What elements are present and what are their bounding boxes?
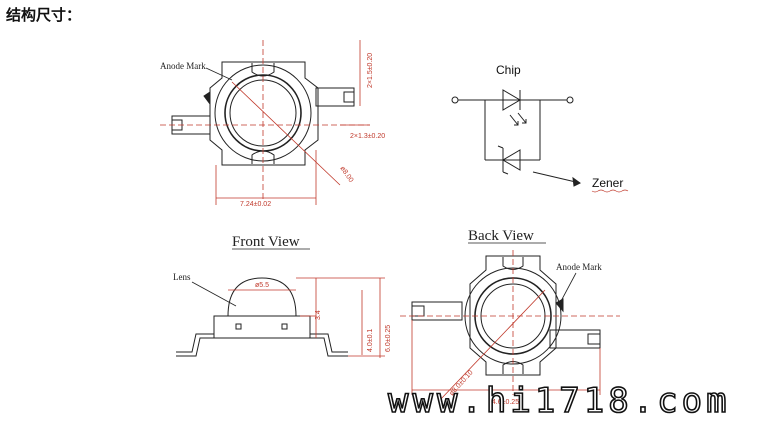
top-view-anode-leader	[205, 67, 233, 81]
top-view-dim-width: 7.24±0.02	[240, 201, 271, 208]
front-view-body	[213, 315, 311, 339]
circuit-diagram	[451, 89, 581, 187]
circuit-left-terminal	[451, 96, 459, 104]
back-view-title: Back View	[468, 228, 534, 244]
front-view-dim-b: 4.0±0.1	[367, 329, 374, 352]
top-view-body	[209, 61, 319, 166]
front-view-dim-a: 3.4	[315, 310, 322, 320]
lens-leader	[191, 281, 237, 307]
back-view-dim-width: 14.6±0.25	[488, 399, 519, 406]
front-view-drawing	[176, 277, 348, 357]
top-view-dimensions	[160, 40, 370, 205]
lens-label: Lens	[173, 272, 191, 282]
zener-diode-symbol	[502, 149, 521, 171]
front-view-dimensions	[228, 277, 385, 358]
circuit-right-terminal	[566, 96, 574, 104]
watermark-text: www.hi1718.com	[388, 381, 731, 421]
zener-pointer-arrow	[532, 171, 581, 184]
page-heading: 结构尺寸：	[6, 6, 82, 24]
back-view-anode-mark-label: Anode Mark	[556, 262, 602, 272]
back-view-dimensions	[400, 250, 620, 401]
back-view-drawing	[411, 255, 601, 376]
zener-label: Zener	[592, 176, 623, 190]
back-view-anode-leader	[559, 272, 577, 304]
front-view-left-lead	[176, 333, 214, 353]
front-view-right-lead	[310, 333, 348, 353]
front-view-dim-lens: ø5.5	[255, 282, 269, 289]
front-view-lens-dome	[227, 277, 297, 317]
chip-label: Chip	[496, 63, 521, 77]
led-diode-symbol	[502, 89, 521, 111]
top-view-right-lead	[315, 87, 355, 107]
top-view-dim-side: 2×1.3±0.20	[350, 133, 385, 140]
back-view-anode-marker	[555, 298, 564, 313]
back-view-left-lead	[411, 301, 463, 321]
top-view-anode-marker	[203, 91, 211, 106]
front-view-title: Front View	[232, 234, 300, 250]
top-view-anode-mark-label: Anode Mark	[160, 61, 206, 71]
top-view-dim-top: 2×1.5±0.20	[367, 53, 374, 88]
front-view-dim-c: 6.0±0.25	[385, 325, 392, 352]
zener-spellcheck-underline	[591, 189, 629, 193]
top-view-right-lead-tip	[343, 91, 355, 103]
light-arrow-icon	[509, 114, 519, 126]
zener-arrow-head-icon	[572, 176, 581, 187]
top-view-dim-diameter: ø8.00	[338, 165, 354, 184]
back-view-body	[469, 255, 557, 376]
